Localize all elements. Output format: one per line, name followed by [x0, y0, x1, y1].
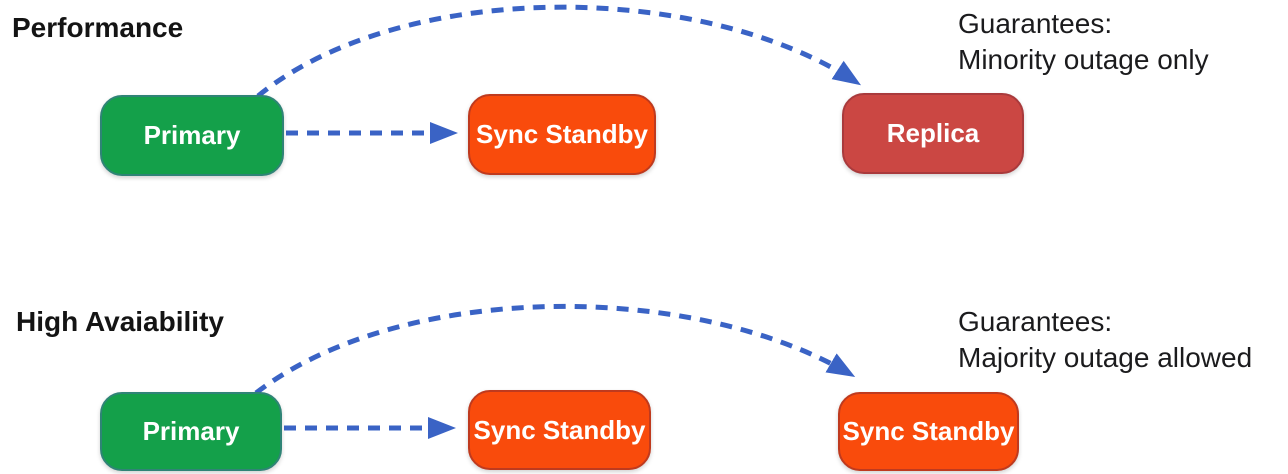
guarantees-heading: Guarantees: [958, 8, 1113, 39]
node-label: Sync Standby [473, 414, 646, 445]
node-label: Replica [886, 118, 980, 148]
guarantees-detail: Majority outage allowed [958, 342, 1253, 373]
node-performance-replica: Replica [842, 93, 1024, 174]
node-performance-sync-standby: Sync Standby [468, 94, 656, 175]
node-performance-primary: Primary [100, 95, 284, 176]
node-label: Primary [142, 416, 240, 446]
guarantees-detail: Minority outage only [958, 44, 1209, 75]
ha-primary-to-standby2-arc-arrow [254, 303, 856, 395]
node-label: Primary [143, 120, 241, 150]
performance-primary-to-replica-arc-arrow [256, 4, 862, 98]
section-title-performance: Performance [12, 12, 184, 43]
node-ha-sync-standby-2: Sync Standby [838, 392, 1019, 471]
node-label: Sync Standby [842, 416, 1015, 446]
section-title-high-avaiability: High Avaiability [16, 306, 224, 337]
performance-guarantees: Guarantees: Minority outage only [958, 6, 1288, 78]
node-label: Sync Standby [476, 119, 648, 149]
guarantees-heading: Guarantees: [958, 306, 1113, 337]
node-ha-primary: Primary [100, 392, 282, 471]
node-ha-sync-standby-1: Sync Standby [468, 390, 651, 470]
ha-guarantees: Guarantees: Majority outage allowed [958, 304, 1288, 376]
